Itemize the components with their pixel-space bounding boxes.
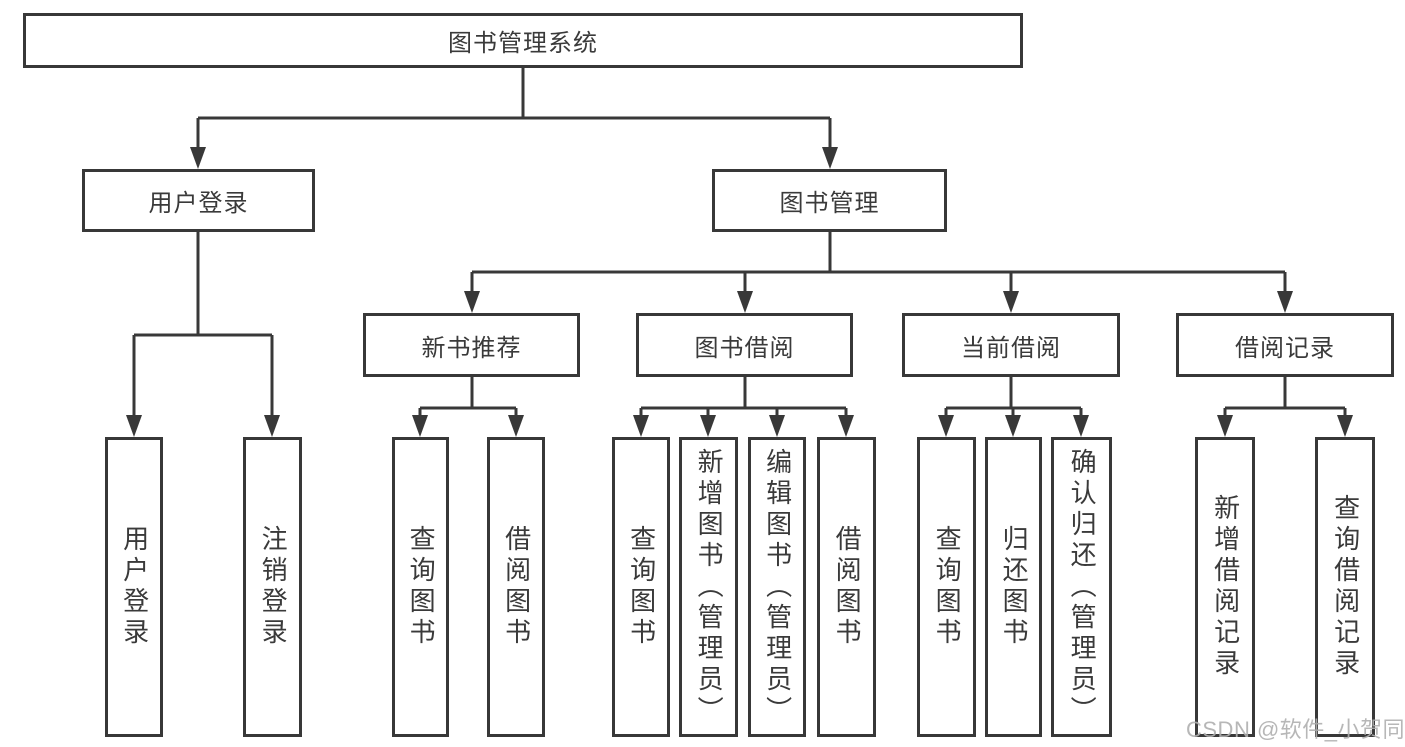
node-current-borrow: 当前借阅 — [902, 313, 1120, 377]
leaf-add-borrow-record-label: 新增借阅记录 — [1210, 494, 1241, 680]
leaf-return-books: 归还图书 — [985, 437, 1042, 737]
edge-book-mgmt-split — [464, 232, 1293, 313]
leaf-query-books-current: 查询图书 — [917, 437, 976, 737]
node-borrow-records: 借阅记录 — [1176, 313, 1394, 377]
node-borrow-records-label: 借阅记录 — [1235, 334, 1335, 362]
leaf-query-books-recommend: 查询图书 — [392, 437, 449, 737]
leaf-confirm-return-admin-label: 确认归还（管理员） — [1067, 447, 1098, 727]
leaf-query-borrow-record: 查询借阅记录 — [1315, 437, 1375, 737]
leaf-confirm-return-admin: 确认归还（管理员） — [1051, 437, 1112, 737]
edge-current-borrow-split — [938, 377, 1089, 437]
node-book-mgmt-label: 图书管理 — [779, 190, 880, 217]
leaf-add-books-admin: 新增图书（管理员） — [679, 437, 738, 737]
csdn-watermark: CSDN @软件_小贺同学 — [1186, 717, 1405, 742]
edge-user-login-split — [126, 232, 280, 437]
node-book-borrow: 图书借阅 — [636, 313, 853, 377]
node-book-borrow-label: 图书借阅 — [694, 334, 795, 362]
leaf-borrow-books-recommend: 借阅图书 — [487, 437, 545, 737]
edge-new-books-split — [412, 377, 524, 437]
leaf-query-borrow-record-label: 查询借阅记录 — [1330, 494, 1361, 680]
leaf-logout-label: 注销登录 — [258, 525, 289, 649]
leaf-edit-books-admin: 编辑图书（管理员） — [748, 437, 806, 737]
edge-root-split — [190, 68, 838, 169]
leaf-add-borrow-record: 新增借阅记录 — [1195, 437, 1255, 737]
node-new-books-label: 新书推荐 — [421, 334, 522, 362]
leaf-borrow-books-label: 借阅图书 — [832, 525, 863, 649]
leaf-user-login: 用户登录 — [105, 437, 163, 737]
edge-book-borrow-split — [633, 377, 854, 437]
leaf-query-books-borrow-label: 查询图书 — [626, 525, 657, 649]
node-book-mgmt: 图书管理 — [712, 169, 947, 232]
node-user-login: 用户登录 — [82, 169, 315, 232]
leaf-edit-books-admin-label: 编辑图书（管理员） — [762, 447, 793, 727]
node-current-borrow-label: 当前借阅 — [961, 334, 1061, 362]
leaf-borrow-books-recommend-label: 借阅图书 — [501, 525, 532, 649]
leaf-logout: 注销登录 — [243, 437, 302, 737]
leaf-user-login-label: 用户登录 — [119, 525, 150, 649]
leaf-query-books-borrow: 查询图书 — [612, 437, 670, 737]
node-user-login-label: 用户登录 — [148, 190, 249, 217]
leaf-query-books-current-label: 查询图书 — [932, 525, 963, 649]
node-root-label: 图书管理系统 — [448, 30, 598, 57]
node-root: 图书管理系统 — [23, 13, 1023, 68]
leaf-query-books-recommend-label: 查询图书 — [406, 525, 437, 649]
edge-borrow-records-split — [1217, 377, 1353, 437]
leaf-borrow-books: 借阅图书 — [817, 437, 876, 737]
leaf-return-books-label: 归还图书 — [999, 525, 1030, 649]
node-new-books: 新书推荐 — [363, 313, 580, 377]
leaf-add-books-admin-label: 新增图书（管理员） — [694, 447, 725, 727]
